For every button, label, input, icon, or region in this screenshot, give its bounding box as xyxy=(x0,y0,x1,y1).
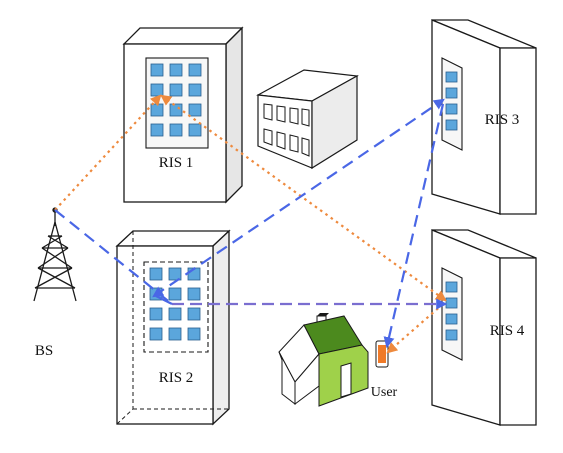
ris-element xyxy=(149,307,163,321)
ris-element xyxy=(169,123,183,137)
office-building xyxy=(256,69,359,170)
path-ris4-to-user xyxy=(386,303,444,354)
ris-element xyxy=(445,281,458,293)
ris-element xyxy=(187,287,201,301)
ris-element xyxy=(445,329,458,341)
ris-element xyxy=(150,63,164,77)
ris-element xyxy=(150,123,164,137)
ris-element xyxy=(169,103,183,117)
ris-element xyxy=(150,103,164,117)
ris2-to-ris4-path xyxy=(155,295,448,310)
house xyxy=(278,313,369,407)
ris-element xyxy=(168,307,182,321)
alt-path xyxy=(54,98,445,349)
ris-element xyxy=(187,327,201,341)
ris-element xyxy=(445,313,458,325)
bs-label: BS xyxy=(35,343,53,359)
ris3-building: RIS 3 xyxy=(431,19,537,215)
ris-element xyxy=(188,103,202,117)
path-ris2-to-ris3 xyxy=(152,98,445,298)
ris-element xyxy=(445,71,458,83)
ris-element xyxy=(188,123,202,137)
ris-element xyxy=(445,297,458,309)
ris-element xyxy=(150,83,164,97)
ris-element xyxy=(445,119,458,131)
ris-element xyxy=(169,83,183,97)
ris-element xyxy=(188,63,202,77)
ris4-label: RIS 4 xyxy=(490,323,525,339)
ris-element xyxy=(168,287,182,301)
ris2-label: RIS 2 xyxy=(159,370,194,386)
ris-element xyxy=(169,63,183,77)
ris1-building: RIS 1 xyxy=(122,26,244,204)
bs-tower xyxy=(33,207,77,302)
ris-element xyxy=(149,267,163,281)
ris-element xyxy=(187,307,201,321)
ris-element xyxy=(445,103,458,115)
ris-element xyxy=(168,327,182,341)
cascaded-path xyxy=(54,94,447,354)
user-label: User xyxy=(371,385,398,400)
ris1-label: RIS 1 xyxy=(159,155,194,171)
ris4-elements xyxy=(445,281,458,341)
ris-element xyxy=(149,327,163,341)
ris-element xyxy=(188,83,202,97)
path-ris3-to-user xyxy=(383,103,445,349)
ris3-label: RIS 3 xyxy=(485,112,520,128)
ris4-building: RIS 4 xyxy=(431,229,537,426)
ris-element xyxy=(445,87,458,99)
ris2-building: RIS 2 xyxy=(115,229,231,426)
ris3-elements xyxy=(445,71,458,131)
